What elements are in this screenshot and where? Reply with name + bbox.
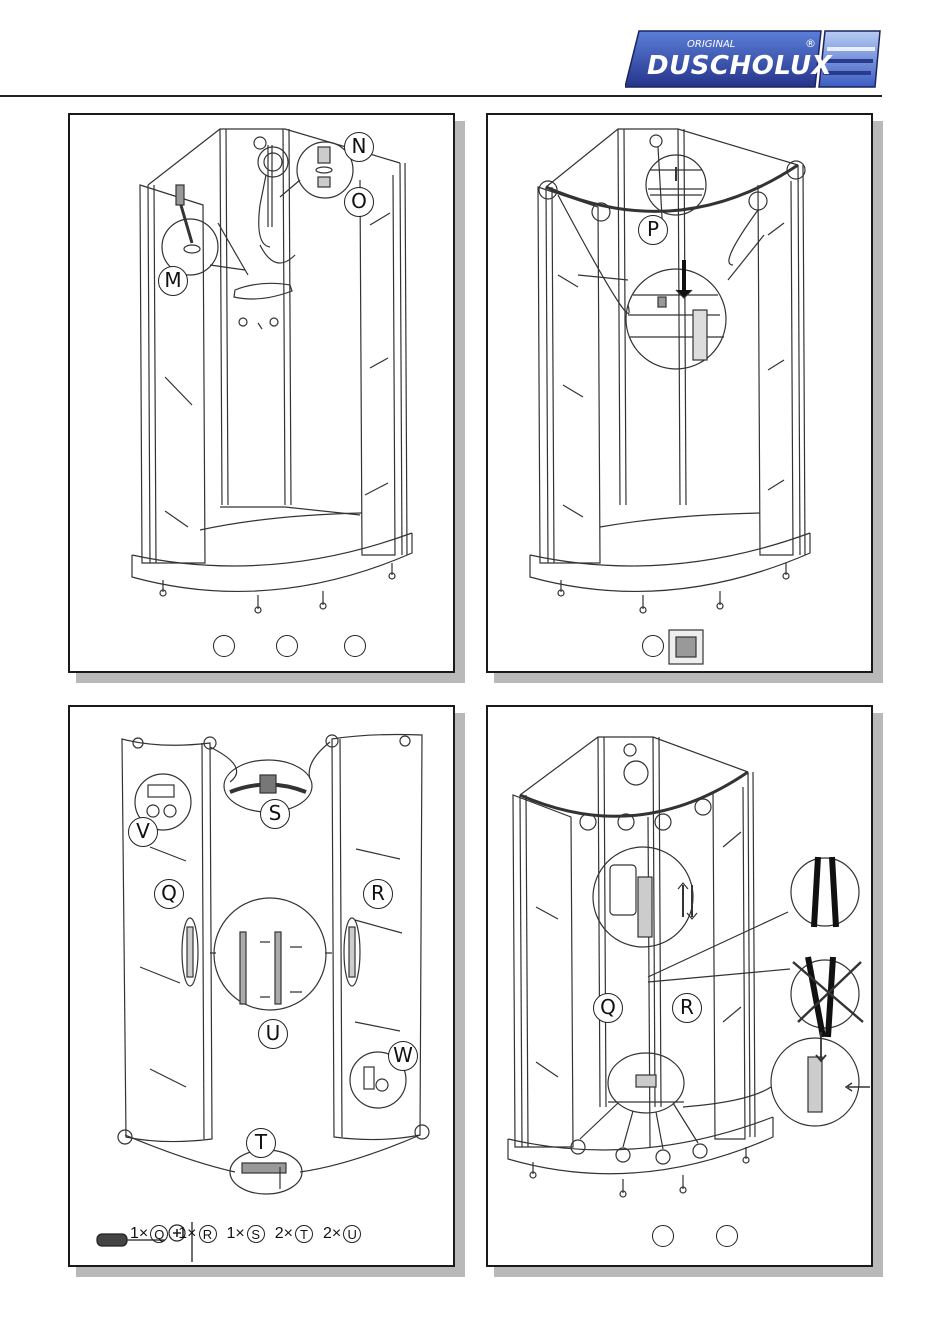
part-r: 1×R (178, 1225, 216, 1243)
duscholux-logo: ORIGINAL DUSCHOLUX ® (625, 27, 883, 91)
panel-3-illustration (70, 707, 453, 1265)
panel-1-illustration (70, 115, 453, 671)
callout-t: T (246, 1128, 276, 1158)
placeholder-circle (213, 635, 235, 657)
logo-graphic: ORIGINAL DUSCHOLUX ® (625, 27, 883, 91)
callout-n: N (344, 132, 374, 162)
placeholder-circle (716, 1225, 738, 1247)
callout-s: S (260, 799, 290, 829)
placeholder-circle (642, 635, 664, 657)
parts-list: 1×Q 1×R 1×S 2×T 2×U (130, 1212, 365, 1256)
panel-4-illustration (488, 707, 871, 1265)
callout-o: O (344, 187, 374, 217)
placeholder-circle (276, 635, 298, 657)
placeholder-circle (344, 635, 366, 657)
placeholder-circle (652, 1225, 674, 1247)
callout-r: R (672, 993, 702, 1023)
panel-4-door-installation: Q R (486, 705, 873, 1267)
part-q: 1×Q (130, 1225, 168, 1243)
callout-v: V (128, 817, 158, 847)
panel-3-door-preparation: V S Q R U W T (68, 705, 455, 1267)
part-u: 2×U (323, 1225, 361, 1243)
svg-text:ORIGINAL: ORIGINAL (687, 39, 735, 50)
part-t: 2×T (275, 1225, 313, 1243)
callout-q: Q (154, 879, 184, 909)
header-rule (0, 95, 882, 97)
svg-text:®: ® (805, 37, 816, 50)
panel-2-illustration (488, 115, 871, 671)
callout-r: R (363, 879, 393, 909)
callout-p: P (638, 215, 668, 245)
panel-2-top-profile-assembly: P (486, 113, 873, 673)
callout-q: Q (593, 993, 623, 1023)
panel-1-corner-enclosure-fittings: N O M (68, 113, 455, 673)
callout-w: W (388, 1041, 418, 1071)
logo-brand-text: DUSCHOLUX (647, 51, 834, 81)
part-s: 1×S (227, 1225, 265, 1243)
callout-u: U (258, 1019, 288, 1049)
callout-m: M (158, 266, 188, 296)
